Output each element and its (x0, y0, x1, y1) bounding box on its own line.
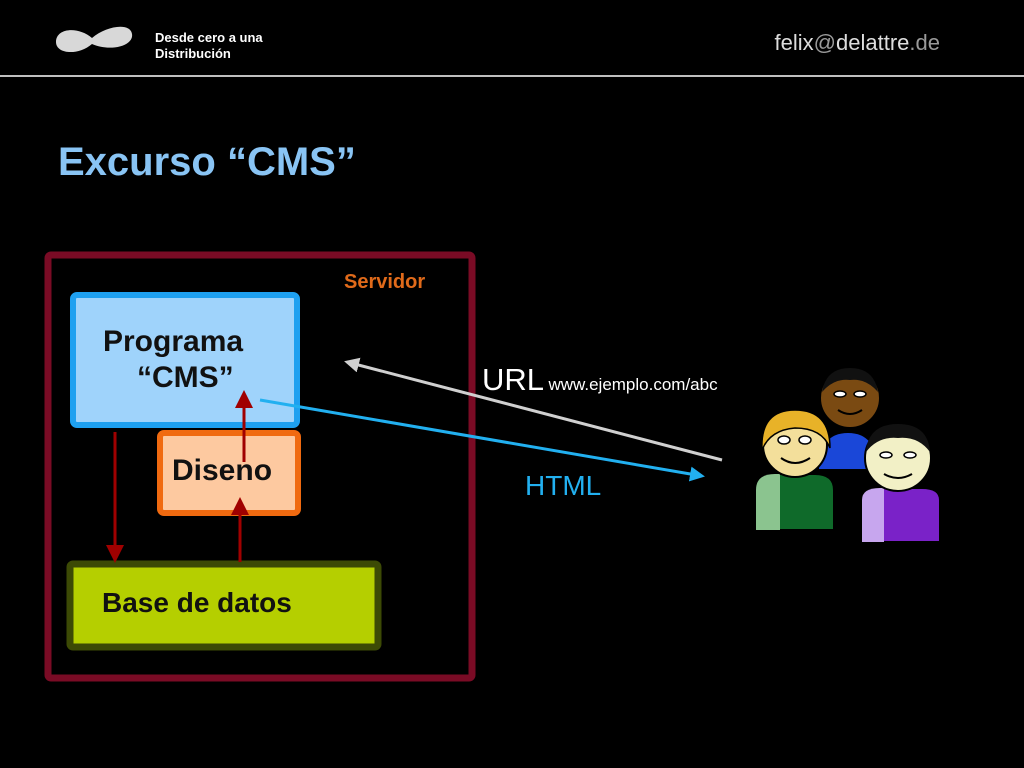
users-group-icon (755, 367, 941, 543)
design-label: Diseno (172, 454, 273, 487)
subtitle-line-2: Distribución (155, 46, 231, 61)
program-label: Programa “CMS” (103, 324, 243, 396)
server-box (44, 251, 476, 682)
slide-title: Excurso “CMS” (58, 140, 356, 184)
design-box (157, 430, 301, 516)
author-email: felix@delattre.de (775, 30, 940, 56)
database-box (66, 560, 382, 651)
program-label-line-1: Programa (103, 325, 244, 358)
email-tld: .de (909, 30, 940, 55)
url-annotation: URL www.ejemplo.com/abc (482, 362, 718, 398)
url-value: www.ejemplo.com/abc (548, 375, 718, 394)
html-label: HTML (525, 470, 602, 501)
database-label: Base de datos (102, 587, 292, 618)
logo (56, 26, 133, 53)
email-user: felix (774, 30, 814, 55)
header-divider (0, 75, 1024, 77)
presentation-subtitle: Desde cero a una Distribución (155, 30, 263, 62)
server-label: Servidor (344, 271, 426, 293)
subtitle-line-1: Desde cero a una (155, 30, 263, 45)
email-at: @ (813, 30, 837, 55)
arrow-html-response (259, 398, 705, 482)
program-label-line-2: “CMS” (137, 361, 234, 394)
arrow-url-request (344, 357, 723, 462)
email-domain: delattre (836, 30, 910, 55)
url-label: URL (482, 362, 545, 397)
